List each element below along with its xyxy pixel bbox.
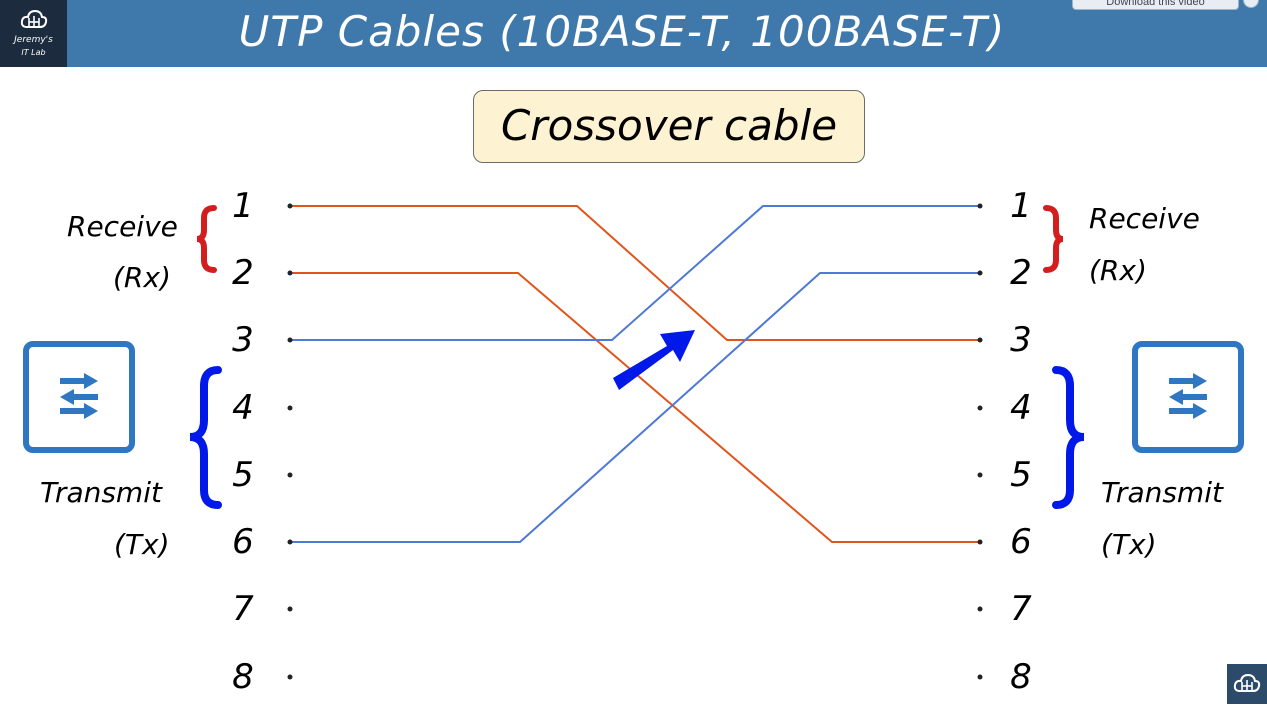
left-receive-brace [196, 205, 217, 273]
right-pin-1: 1 [1010, 186, 1032, 226]
left-pin-dots [287, 203, 293, 680]
left-receive-abbr: (Rx) [113, 261, 171, 294]
cloud-logo-icon [1233, 673, 1261, 692]
header-bar: Jeremy's IT Lab UTP Cables (10BASE-T, 10… [0, 0, 1267, 67]
download-video-button[interactable]: Download this video [1072, 0, 1239, 10]
left-transmit-brace [189, 366, 222, 509]
switch-arrows-icon [60, 373, 98, 419]
right-pin-6: 6 [1010, 522, 1032, 562]
subtitle-crossover-cable: Crossover cable [473, 90, 865, 163]
cloud-logo-icon [20, 9, 48, 28]
wire-left6-to-right2 [290, 272, 980, 543]
right-receive-brace [1043, 205, 1064, 273]
logo-line2: IT Lab [21, 48, 46, 57]
left-receive-label: Receive [67, 210, 178, 243]
wire-left1-to-right3 [290, 205, 980, 341]
wire-left2-to-right6 [290, 272, 980, 543]
right-pin-5: 5 [1010, 455, 1032, 495]
right-receive-label: Receive [1089, 202, 1200, 235]
left-pin-4: 4 [232, 388, 254, 428]
left-pin-3: 3 [232, 320, 254, 360]
left-pin-2: 2 [232, 253, 254, 293]
right-transmit-abbr: (Tx) [1101, 528, 1157, 561]
arrow-up-right-icon [613, 330, 695, 390]
corner-cloud-logo [1227, 664, 1267, 704]
jeremys-it-lab-logo: Jeremy's IT Lab [0, 0, 67, 67]
left-pin-6: 6 [232, 522, 254, 562]
right-pin-7: 7 [1010, 589, 1032, 629]
right-pin-4: 4 [1010, 388, 1032, 428]
right-pin-2: 2 [1010, 253, 1032, 293]
right-pin-8: 8 [1010, 657, 1032, 697]
left-transmit-label: Transmit [40, 476, 162, 509]
wire-left3-to-right1 [290, 205, 980, 341]
right-pin-dots [977, 203, 983, 680]
page-title: UTP Cables (10BASE-T, 100BASE-T) [238, 7, 1006, 56]
logo-line1: Jeremy's [14, 35, 53, 45]
left-pin-8: 8 [232, 657, 254, 697]
right-pin-3: 3 [1010, 320, 1032, 360]
right-switch-icon [1132, 341, 1244, 453]
right-transmit-label: Transmit [1101, 476, 1223, 509]
left-pin-5: 5 [232, 455, 254, 495]
right-receive-abbr: (Rx) [1089, 254, 1147, 287]
right-transmit-brace [1052, 366, 1085, 509]
switch-arrows-icon [1169, 373, 1207, 419]
left-switch-icon [23, 341, 135, 453]
left-pin-7: 7 [232, 589, 254, 629]
left-transmit-abbr: (Tx) [114, 528, 170, 561]
left-pin-1: 1 [232, 186, 254, 226]
